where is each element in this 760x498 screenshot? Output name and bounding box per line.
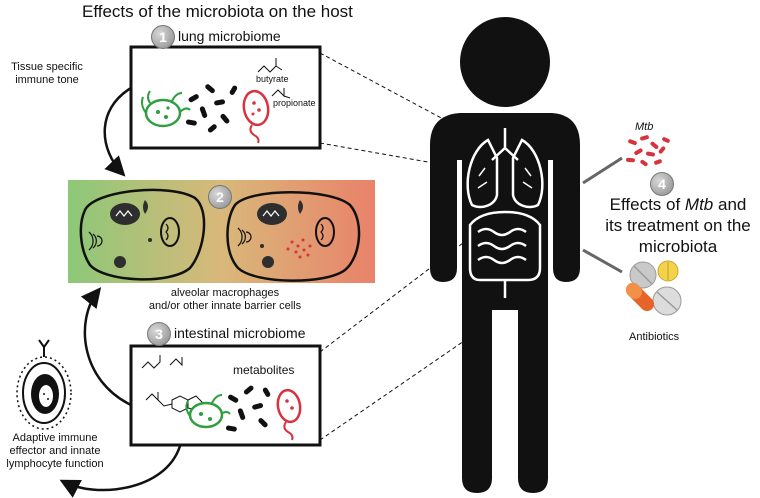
- mtb-effects-suffix: and: [713, 195, 747, 214]
- step-1-badge: 1: [151, 25, 175, 49]
- arrow-tissue-tone: [103, 86, 132, 177]
- human-silhouette-icon: [430, 17, 580, 493]
- tissue-tone-line2: immune tone: [15, 74, 79, 86]
- propionate-structure-icon: [271, 88, 291, 99]
- mtb-effects-prefix: Effects of: [609, 195, 685, 214]
- intestine-icon: [468, 210, 542, 298]
- adaptive-line3: lymphocyte function: [6, 458, 104, 470]
- mtb-effects-line3: microbiota: [638, 237, 718, 256]
- rod-bacteria-gut-icon: [225, 385, 271, 432]
- step-4-badge: 4: [650, 172, 674, 196]
- mtb-effects-line2: its treatment on the: [605, 216, 751, 235]
- connector-mtb: [582, 156, 623, 185]
- green-bacterium-icon: [141, 90, 191, 128]
- dashed-connectors: [319, 52, 481, 441]
- adaptive-line1: Adaptive immune: [12, 432, 98, 444]
- lymphocyte-icon: [16, 339, 72, 430]
- lung-microbiome-label: lung microbiome: [178, 28, 281, 44]
- red-bacterium-gut-icon: [276, 388, 302, 441]
- antibiotics-label: Antibiotics: [629, 331, 680, 343]
- mtb-label: Mtb: [635, 121, 654, 133]
- diagram-title: Effects of the microbiota on the host: [82, 2, 353, 21]
- arrow-intestine-to-adaptive: [59, 445, 182, 498]
- metabolites-label: metabolites: [233, 363, 295, 377]
- arrow-intestine-to-cells: [80, 287, 132, 407]
- lungs-icon: [466, 128, 544, 209]
- mtb-bacilli-icon: [626, 135, 670, 167]
- macrophage-caption-line2: and/or other innate barrier cells: [148, 300, 302, 312]
- mtb-effects-italic: Mtb: [684, 195, 714, 214]
- macrophage-caption: alveolar macrophages and/or other innate…: [130, 287, 320, 313]
- mtb-effects-label: Effects of Mtb and its treatment on the …: [596, 194, 760, 257]
- adaptive-line2: effector and innate: [9, 445, 101, 457]
- macrophage-right-icon: [226, 191, 361, 282]
- macrophage-caption-line1: alveolar macrophages: [170, 287, 280, 299]
- step-2-badge: 2: [208, 185, 232, 209]
- green-bacterium-gut-icon: [185, 394, 231, 429]
- tissue-tone-label: Tissue specific immune tone: [2, 61, 92, 87]
- butyrate-label: butyrate: [256, 74, 289, 84]
- macrophage-left-icon: [79, 188, 206, 281]
- propionate-label: propionate: [273, 98, 316, 108]
- intestinal-microbiome-label: intestinal microbiome: [174, 325, 306, 341]
- step-3-badge: 3: [147, 322, 171, 346]
- connector-antibiotics: [582, 248, 623, 274]
- red-bacterium-icon: [242, 89, 270, 144]
- antibiotics-pills-icon: [625, 260, 682, 316]
- mtb-effects-line1: Effects of Mtb and: [596, 194, 760, 215]
- adaptive-label: Adaptive immune effector and innate lymp…: [0, 432, 110, 471]
- butyrate-structure-icon: [257, 58, 283, 73]
- tissue-tone-line1: Tissue specific: [11, 61, 83, 73]
- rod-bacteria-icon: [185, 84, 238, 133]
